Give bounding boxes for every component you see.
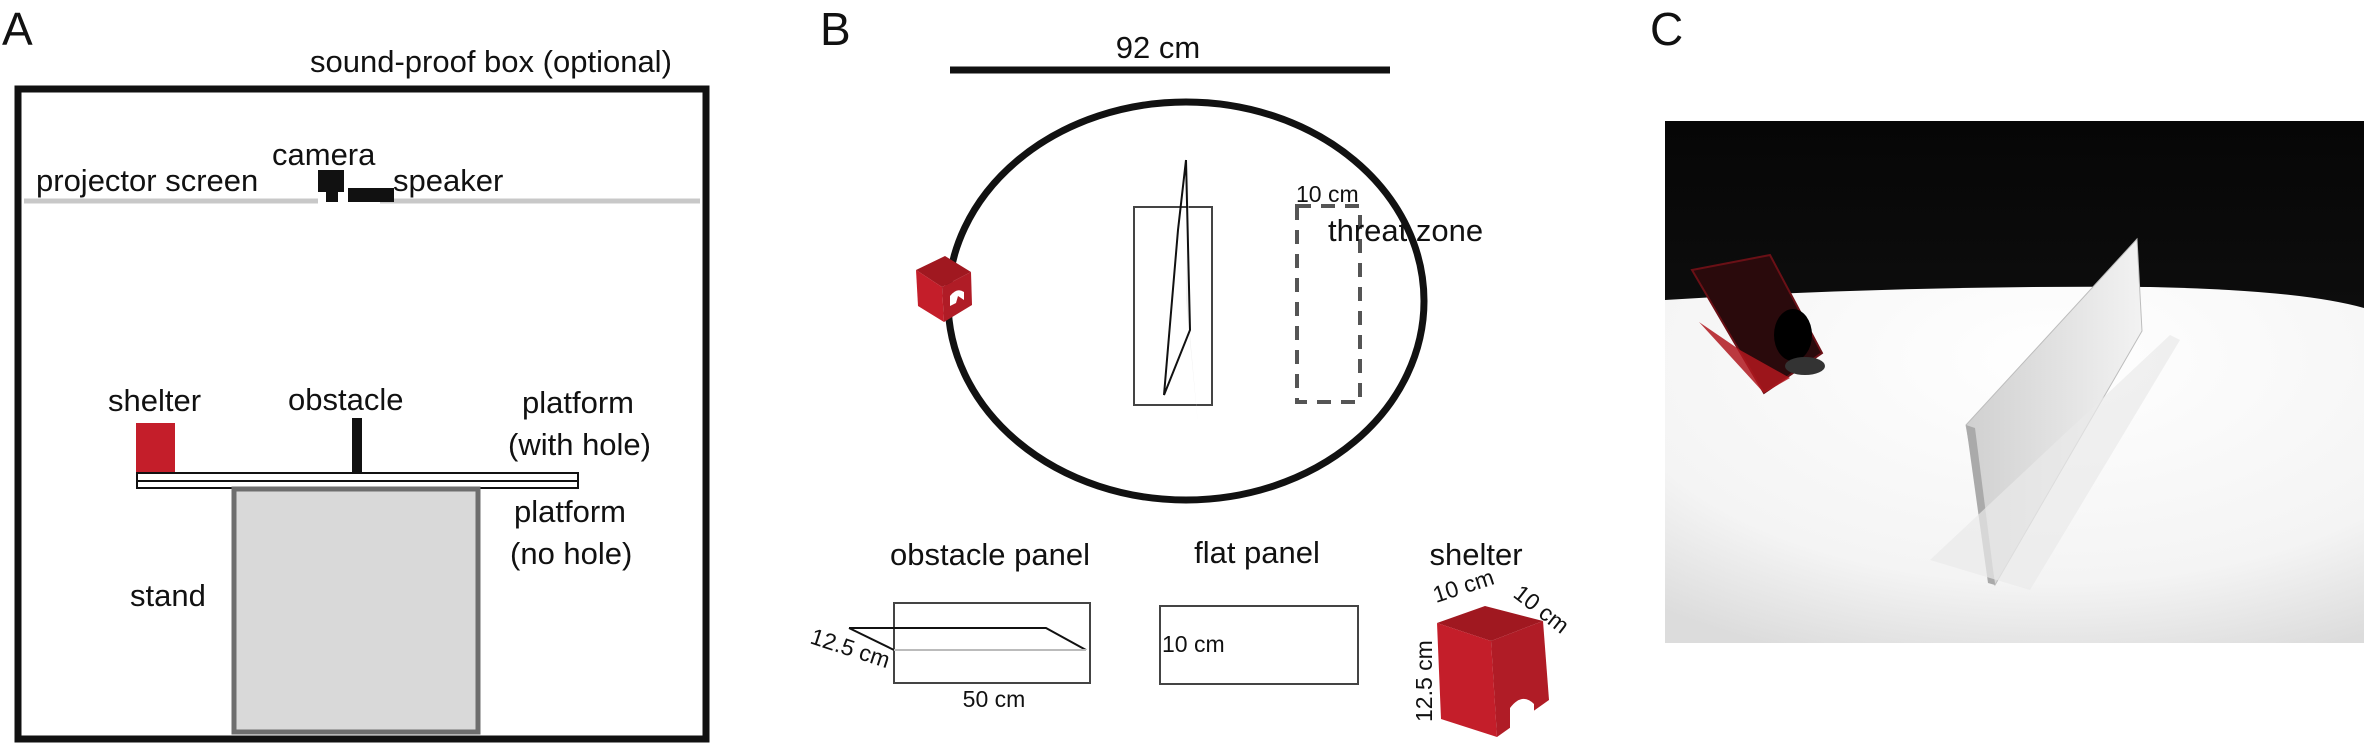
platform-with-hole xyxy=(136,472,579,482)
panel-b: B 92 cm 10 cm threat zone obstacle panel… xyxy=(807,3,1574,737)
panel-a: A sound-proof box (optional) projector s… xyxy=(2,3,710,743)
obstacle-panel-top-edge xyxy=(849,627,1087,651)
speaker-icon xyxy=(348,188,394,202)
flat-panel-title: flat panel xyxy=(1194,535,1320,570)
threat-zone-size-label: 10 cm xyxy=(1296,181,1359,207)
mouse-icon xyxy=(1785,357,1825,375)
obstacle-topview xyxy=(1163,159,1192,396)
obstacle-panel-title: obstacle panel xyxy=(890,537,1090,572)
platform-nohole-label-line1: platform xyxy=(514,494,626,529)
platform-nohole-label-line2: (no hole) xyxy=(510,536,632,571)
photo-shelter-red xyxy=(1699,322,1790,393)
sound-proof-box xyxy=(14,85,710,743)
stand-block xyxy=(231,486,481,735)
threat-zone-box xyxy=(1295,204,1362,404)
arena-photo xyxy=(1665,121,2364,643)
obstacle-height-label: 12.5 cm xyxy=(807,623,893,673)
flat-panel-rect xyxy=(1159,605,1359,685)
sound-proof-box-label: sound-proof box (optional) xyxy=(310,44,672,79)
panel-c-letter: C xyxy=(1650,3,1683,55)
panel-b-letter: B xyxy=(820,3,851,55)
camera-label: camera xyxy=(272,137,376,172)
panel-c: C xyxy=(1650,3,2364,643)
obstacle-length-label: 50 cm xyxy=(963,686,1026,712)
obstacle-panel-side-edge xyxy=(848,627,895,651)
obstacle-block xyxy=(352,418,362,474)
speaker-label: speaker xyxy=(393,163,503,198)
shelter-title: shelter xyxy=(1429,537,1522,572)
threat-zone-label: threat zone xyxy=(1328,213,1483,248)
shelter-label: shelter xyxy=(108,383,201,418)
photo-obstacle-shadow xyxy=(1930,335,2180,590)
camera-mount-icon xyxy=(326,190,338,202)
arena-shelter-icon xyxy=(916,256,972,322)
obstacle-label: obstacle xyxy=(288,382,403,417)
photo-shelter-entrance xyxy=(1774,309,1812,361)
stand-label: stand xyxy=(130,578,206,613)
camera-icon xyxy=(318,170,344,192)
shelter-block xyxy=(136,423,175,473)
obstacle-footprint xyxy=(1133,206,1213,406)
projector-screen-label: projector screen xyxy=(36,163,258,198)
platform-hole-label-line2: (with hole) xyxy=(508,427,651,462)
diameter-label: 92 cm xyxy=(1116,30,1200,65)
platform-hole-label-line1: platform xyxy=(522,385,634,420)
obstacle-panel-rect xyxy=(893,602,1091,684)
flat-panel-dim-label: 10 cm xyxy=(1162,631,1225,657)
shelter-height-label: 12.5 cm xyxy=(1411,640,1437,722)
panel-a-letter: A xyxy=(2,3,33,55)
shelter-3d-icon xyxy=(1437,606,1549,737)
